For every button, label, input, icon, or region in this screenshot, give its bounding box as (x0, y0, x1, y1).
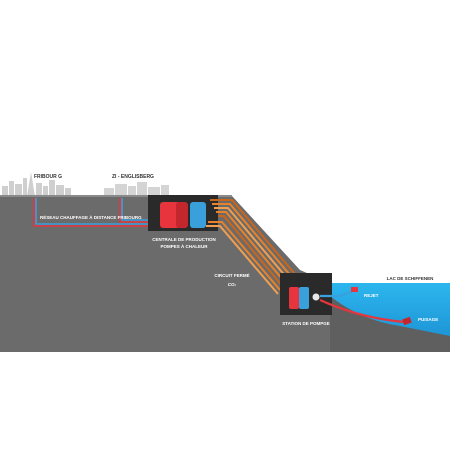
plant-tank-cold (190, 202, 206, 228)
label-city-zi-englisberg: ZI - ENGLISBERG (112, 174, 154, 180)
label-discharge: REJET (364, 293, 379, 298)
ground-terrain (0, 196, 330, 352)
label-city-fribourg: FRIBOUR G (34, 174, 62, 180)
district-heating-pipes (33, 198, 150, 227)
co2-closed-loop (206, 199, 301, 295)
pump-tank-cold (299, 287, 309, 309)
skyline-fribourg (2, 172, 71, 196)
lake-pipes (319, 287, 412, 326)
ground-thin-line (0, 195, 232, 197)
label-intake: PUISAGE (418, 317, 438, 322)
pump-tank-hot (289, 287, 299, 309)
label-lake: LAC DE SCHIFFENEN (387, 276, 434, 281)
label-loop-line2: CO₂ (228, 282, 237, 287)
label-plant-line2: POMPES À CHALEUR (160, 243, 208, 249)
lake-bed (330, 296, 450, 352)
label-network: RÉSEAU CHAUFFAGE À DISTANCE FRIBOURG (40, 213, 142, 220)
label-pump-station: STATION DE POMPGE (282, 321, 330, 326)
plant-tank-hot (160, 202, 180, 228)
label-plant-line1: CENTRALE DE PRODUCTION (152, 237, 216, 242)
label-loop-line1: CIRCUIT FERMÉ (214, 271, 249, 278)
plant-tank-hot-2 (176, 202, 188, 228)
intake-outlet (402, 316, 412, 326)
discharge-outlet (351, 287, 358, 292)
pump-icon (312, 293, 320, 301)
skyline-zi-englisberg (104, 182, 169, 196)
